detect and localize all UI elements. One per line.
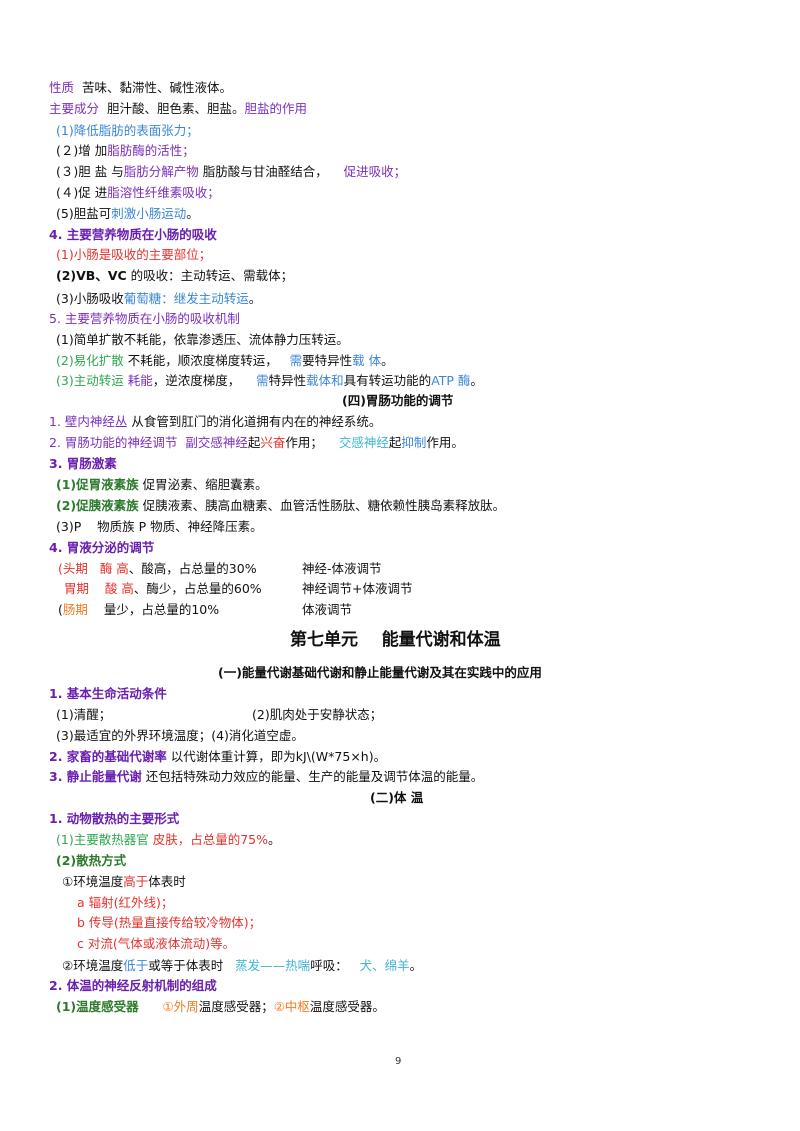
- line-mechanism-1: (1)简单扩散不耗能，依靠渗透压、流体静力压转运。: [56, 332, 349, 347]
- line-gastrin-family: (1)促胃液素族 促胃泌素、缩胆囊素。: [56, 477, 268, 492]
- page-number: 9: [395, 1056, 402, 1067]
- line-substance-p-family: (3)P 物质族 P 物质、神经降压素。: [56, 519, 263, 534]
- line-bile-salt-2: (２)增 加脂肪酶的活性；: [56, 143, 195, 158]
- heading-gastric-secretion: 4. 胃液分泌的调节: [49, 540, 155, 555]
- line-convection: c 对流(气体或液体流动)等。: [77, 936, 236, 951]
- heading-gi-hormones: 3. 胃肠激素: [49, 456, 117, 471]
- line-cephalic-regulation: 神经-体液调节: [302, 561, 382, 576]
- heading-basic-conditions: 1. 基本生命活动条件: [49, 686, 167, 701]
- line-absorption-2: (2)VB、VC 的吸收：主动转运、需载体；: [56, 268, 294, 283]
- line-mechanism-2: (2)易化扩散 不耗能，顺浓度梯度转运， 需要特异性载 体。: [56, 353, 394, 368]
- line-bile-salt-1: (1)降低脂肪的表面张力；: [56, 123, 199, 138]
- line-intramural-plexus: 1. 壁内神经丛 从食管到肛门的消化道拥有内在的神经系统。: [49, 414, 382, 429]
- line-condition-muscle-rest: (2)肌肉处于安静状态；: [252, 707, 383, 722]
- line-absorption-3: (3)小肠吸收葡萄糖：继发主动转运。: [56, 291, 262, 306]
- section-title-energy-metabolism: (一)能量代谢基础代谢和静止能量代谢及其在实践中的应用: [218, 665, 542, 680]
- line-condition-temperature: (3)最适宜的外界环境温度；(4)消化道空虚。: [56, 728, 304, 743]
- line-gastric-phase: 胃期 酸 高、酶少，占总量的60%: [64, 581, 262, 596]
- line-mechanism-3: (3)主动转运 耗能，逆浓度梯度， 需特异性载体和具有转运功能的ATP 酶。: [56, 373, 483, 388]
- line-bile-components: 主要成分 胆汁酸、胆色素、胆盐。胆盐的作用: [49, 101, 307, 116]
- heading-dissipation-methods: (2)散热方式: [56, 853, 127, 868]
- heading-intestine-absorption: 4. 主要营养物质在小肠的吸收: [49, 227, 217, 242]
- heading-heat-dissipation: 1. 动物散热的主要形式: [49, 811, 180, 826]
- line-conduction: b 传导(热量直接传给较冷物体)；: [77, 915, 262, 930]
- line-intestinal-regulation: 体液调节: [302, 602, 353, 617]
- line-bile-properties: 性质 苦味、黏滞性、碱性液体。: [49, 80, 232, 95]
- line-radiation: a 辐射(红外线)；: [77, 895, 174, 910]
- line-secretin-family: (2)促胰液素族 促胰液素、胰高血糖素、血管活性肠肽、糖依赖性胰岛素释放肽。: [56, 498, 506, 513]
- line-thermoreceptors: (1)温度感受器 ①外周温度感受器；②中枢温度感受器。: [56, 999, 385, 1014]
- line-absorption-1: (1)小肠是吸收的主要部位；: [56, 247, 212, 262]
- line-bile-salt-3: (３)胆 盐 与脂肪分解产物 脂肪酸与甘油醛结合， 促进吸收；: [56, 164, 407, 179]
- line-neural-regulation: 2. 胃肠功能的神经调节 副交感神经起兴奋作用； 交感神经起抑制作用。: [49, 435, 464, 450]
- line-intestinal-phase: (肠期 量少，占总量的10%: [58, 602, 220, 617]
- line-condition-awake: (1)清醒；: [56, 707, 112, 722]
- line-bile-salt-4: (４)促 进脂溶性纤维素吸收；: [56, 185, 220, 200]
- line-temp-above: ①环境温度高于体表时: [62, 874, 186, 889]
- heading-thermoregulation-reflex: 2. 体温的神经反射机制的组成: [49, 978, 217, 993]
- line-temp-below: ②环境温度低于或等于体表时 蒸发——热喘呼吸： 犬、绵羊。: [62, 958, 423, 973]
- section-title-body-temperature: (二)体 温: [370, 790, 424, 805]
- line-dissipation-organ: (1)主要散热器官 皮肤，占总量的75%。: [56, 832, 281, 847]
- line-bile-salt-5: (5)胆盐可刺激小肠运动。: [56, 206, 199, 221]
- unit-title: 第七单元 能量代谢和体温: [290, 630, 501, 650]
- line-resting-energy: 3. 静止能量代谢 还包括特殊动力效应的能量、生产的能量及调节体温的能量。: [49, 769, 484, 784]
- line-cephalic-phase: (头期 酶 高、酸高，占总量的30%: [58, 561, 257, 576]
- section-title-gi-regulation: (四)胃肠功能的调节: [342, 393, 454, 408]
- heading-absorption-mechanism: 5. 主要营养物质在小肠的吸收机制: [49, 311, 240, 326]
- line-gastric-regulation: 神经调节+体液调节: [302, 581, 413, 596]
- line-basal-metabolic-rate: 2. 家畜的基础代谢率 以代谢体重计算，即为kJ\(W*75×h)。: [49, 749, 387, 764]
